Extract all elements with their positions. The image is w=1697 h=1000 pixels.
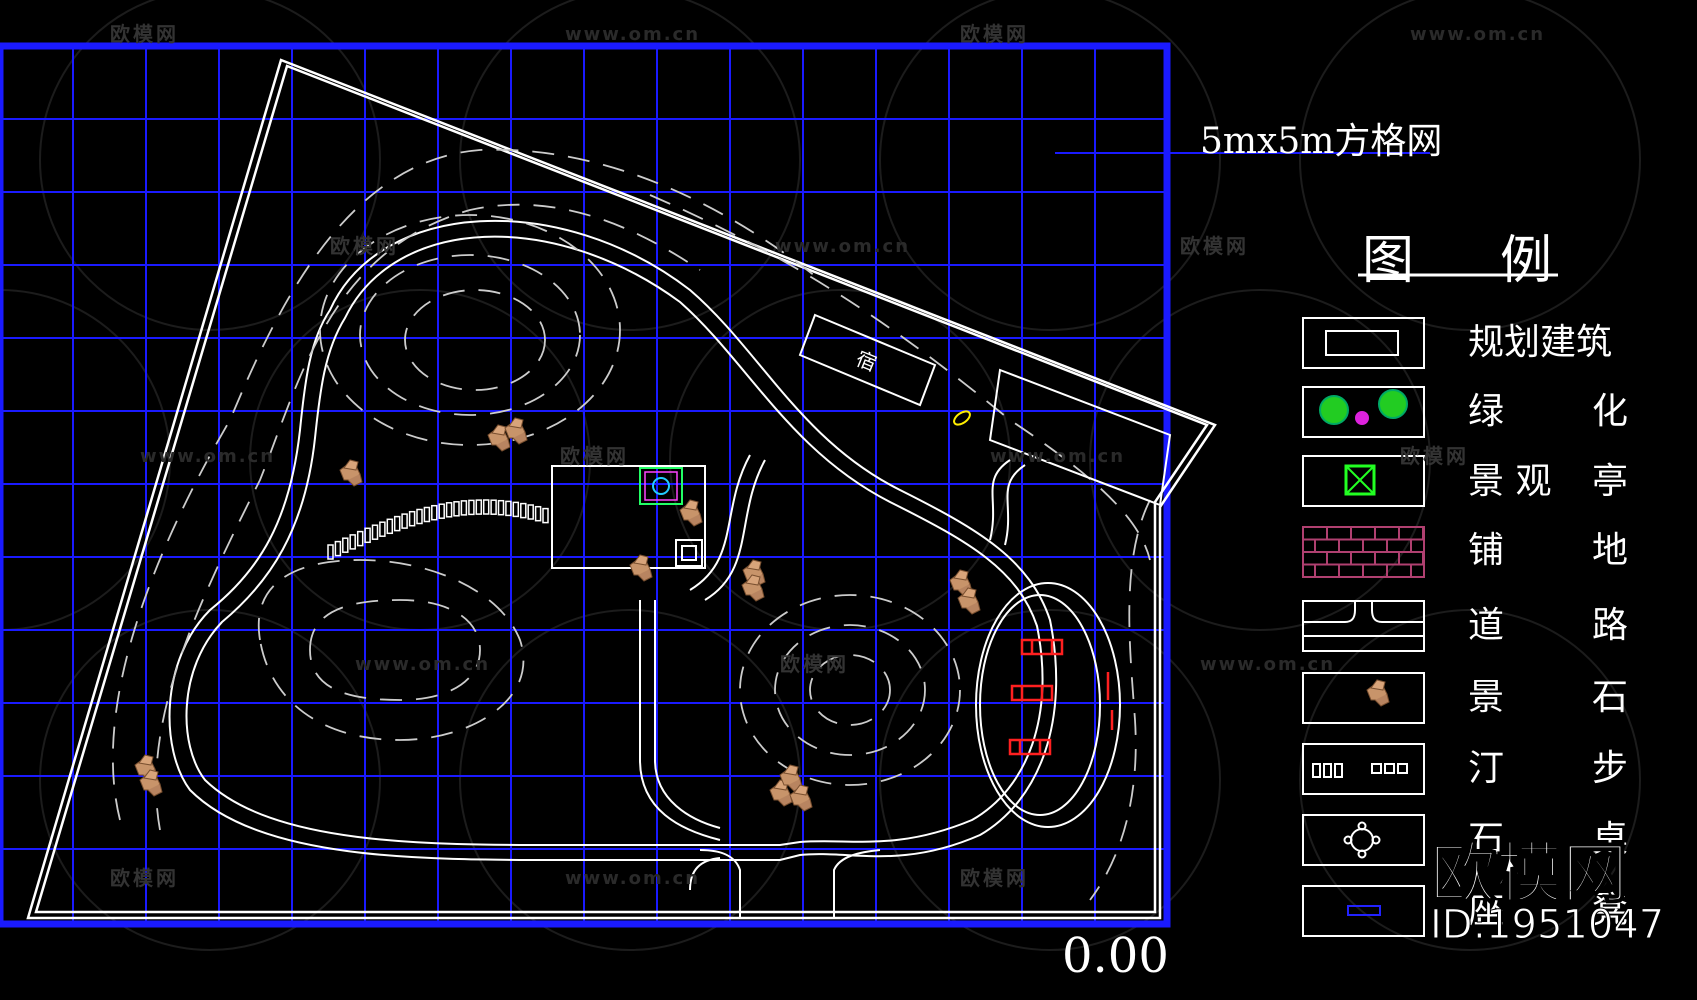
- watermark-url: www.om.cn: [565, 24, 701, 45]
- stepping-stone: [356, 530, 364, 547]
- legend-item-label: 道: [1468, 605, 1505, 646]
- stepping-stone: [482, 499, 490, 515]
- stepping-stone: [408, 510, 416, 527]
- pavilion-icon: [1302, 455, 1425, 507]
- stepping-stone: [393, 515, 401, 532]
- legend-item-label: 铺: [1468, 530, 1505, 571]
- legend-icons: [1302, 317, 1425, 937]
- watermark-id: ID:1951047: [1429, 902, 1665, 949]
- secondary-paths: [639, 454, 1026, 917]
- stepping-stone: [520, 502, 527, 519]
- main-road: [168, 219, 1058, 861]
- legend-title-left: 图: [1362, 231, 1415, 291]
- stepping-stone: [475, 499, 483, 515]
- legend-item-label-right: 桌: [1592, 819, 1629, 860]
- legend-item-label-right: 亭: [1592, 461, 1629, 502]
- landscape-stone-icon: [1302, 672, 1425, 724]
- contour-lines: [112, 148, 1151, 901]
- watermark-brand: 欧模网: [780, 652, 849, 676]
- stepping-stone: [364, 527, 371, 544]
- central-building: [551, 465, 706, 569]
- legend-item-label: 绿: [1468, 391, 1505, 432]
- stepping-stone: [334, 540, 342, 557]
- watermark-url: www.om.cn: [775, 236, 911, 257]
- stepping-stone: [386, 518, 394, 535]
- stone-table-icon: [1302, 814, 1425, 866]
- legend-item-label-right: 步: [1592, 748, 1629, 789]
- stone: [629, 554, 653, 582]
- legend-item-label: 景 观: [1468, 461, 1552, 502]
- elevation-label: 0.00: [1062, 928, 1169, 984]
- stepping-stone: [468, 499, 475, 516]
- watermark-brand: 欧模网: [1180, 234, 1249, 258]
- stepping-stone: [342, 537, 349, 553]
- stepping-stone: [527, 504, 534, 520]
- stepping-stone: [438, 503, 445, 519]
- stepping-stone: [416, 508, 423, 525]
- legend-item-label-right: 凳: [1592, 890, 1629, 931]
- stepping-stone: [327, 544, 334, 560]
- stepping-stone: [453, 501, 460, 517]
- watermark-brand: 欧模网: [1400, 444, 1469, 468]
- stepping-stone: [534, 505, 542, 522]
- planned-building-icon: [1302, 317, 1425, 369]
- legend-item-label: 景: [1468, 677, 1505, 718]
- site-boundary: [26, 58, 1217, 920]
- watermark-brand: 欧模网: [330, 234, 399, 258]
- stepping-stone: [349, 534, 356, 550]
- watermark-brand: 欧模网: [110, 22, 179, 46]
- stepping-stone: [542, 507, 549, 524]
- stepping-stone: [505, 500, 512, 517]
- legend-item-label: 座: [1468, 890, 1505, 931]
- stepping-stone: [431, 504, 438, 521]
- watermark-brand: 欧模网: [560, 444, 629, 468]
- legend-item-label-right: 化: [1592, 391, 1629, 432]
- legend-item-label: 汀: [1468, 748, 1505, 789]
- road-icon: [1302, 600, 1425, 652]
- stepping-stone: [497, 499, 505, 516]
- watermark-large-brand: 欧模网: [1429, 834, 1629, 913]
- stepping-stone: [490, 499, 497, 515]
- watermark-url: www.om.cn: [990, 446, 1126, 467]
- stepping-stone: [379, 521, 386, 537]
- watermark-brand: 欧模网: [110, 866, 179, 890]
- legend-title-right: 例: [1500, 231, 1553, 291]
- grid-label: 5mx5m方格网: [1200, 121, 1443, 162]
- plaza: [975, 582, 1121, 828]
- stepping-stone: [423, 506, 431, 523]
- stepping-stones: [327, 499, 549, 560]
- legend-item-label-right: 地: [1592, 530, 1629, 571]
- legend-item-label-right: 路: [1592, 605, 1629, 646]
- legend-item-label-right: 石: [1592, 677, 1629, 718]
- watermark-brand: 欧模网: [960, 866, 1029, 890]
- greenery-icon: [1302, 386, 1425, 438]
- stepping-stone: [401, 513, 408, 529]
- stepping-stone: [512, 501, 520, 518]
- watermark-url: www.om.cn: [565, 868, 701, 889]
- stone: [679, 499, 703, 527]
- watermark-url: www.om.cn: [1200, 654, 1336, 675]
- stepping-stone: [371, 524, 379, 540]
- paving-icon: [1302, 526, 1425, 578]
- seat-icon: [1302, 885, 1425, 937]
- watermark-brand: 欧模网: [960, 22, 1029, 46]
- watermark-url: www.om.cn: [140, 446, 276, 467]
- seats: [1008, 638, 1114, 756]
- watermark-url: www.om.cn: [355, 654, 491, 675]
- legend-item-label: 石: [1468, 819, 1505, 860]
- stepping-stone: [460, 500, 468, 516]
- gate-marker: [953, 410, 971, 426]
- stone: [339, 459, 363, 487]
- stepping-stone: [445, 502, 453, 518]
- stepping-stone-icon: [1302, 743, 1425, 795]
- watermark-url: www.om.cn: [1410, 24, 1546, 45]
- legend-item-label: 规划建筑: [1468, 322, 1613, 363]
